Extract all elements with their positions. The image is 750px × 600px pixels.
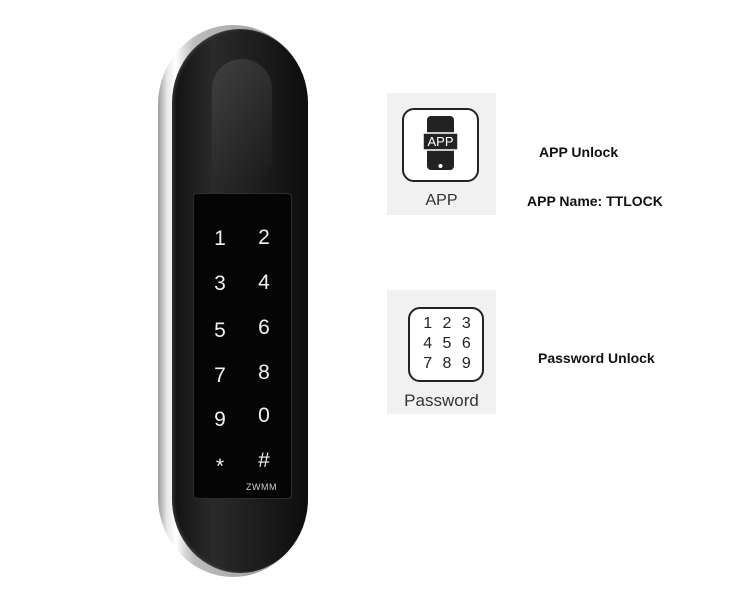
keypad-key: * — [215, 455, 225, 478]
app-icon-caption: APP — [425, 192, 458, 209]
keypad-key: 4 — [258, 271, 270, 294]
app-screen-text: APP — [427, 134, 453, 149]
keypad-icon-digit: 4 — [423, 335, 433, 352]
keypad-icon-digit: 8 — [442, 355, 452, 372]
app-name-label: APP Name: TTLOCK — [527, 193, 663, 209]
keypad-key: 3 — [214, 272, 226, 295]
smartphone-icon: APP — [422, 116, 459, 170]
app-unlock-label: APP Unlock — [539, 144, 619, 160]
keypad-icon-digit: 1 — [423, 315, 433, 332]
password-icon-caption: Password — [404, 391, 479, 410]
keypad-key: 2 — [258, 226, 270, 249]
brand-mark: ZWMM — [246, 482, 277, 492]
keypad-key: 7 — [214, 364, 226, 387]
keypad-key: 1 — [214, 227, 226, 250]
keypad-icon-digit: 3 — [461, 315, 471, 332]
keypad-key: 0 — [258, 404, 270, 427]
lock-highlight — [212, 59, 272, 189]
keypad-key: 6 — [258, 316, 270, 339]
app-icon-frame: APP — [402, 108, 479, 182]
password-unlock-label: Password Unlock — [538, 350, 655, 366]
keypad-icon-digit: 2 — [442, 315, 452, 332]
touch-keypad — [193, 193, 292, 499]
keypad-icon-digits: 1 2 3 4 5 6 7 8 9 — [418, 314, 476, 374]
keypad-icon-digit: 7 — [423, 355, 433, 372]
keypad-icon-digit: 9 — [461, 355, 471, 372]
keypad-icon: 1 2 3 4 5 6 7 8 9 — [408, 307, 484, 382]
keypad-key: 8 — [258, 361, 270, 384]
keypad-icon-digit: 6 — [461, 335, 471, 352]
keypad-key: 5 — [214, 319, 226, 342]
keypad-key: 9 — [214, 408, 226, 431]
keypad-icon-digit: 5 — [442, 335, 452, 352]
keypad-key: # — [258, 449, 270, 472]
app-unlock-icon-tile: APP APP — [387, 93, 496, 215]
password-unlock-icon-tile: 1 2 3 4 5 6 7 8 9 Password — [387, 290, 496, 414]
